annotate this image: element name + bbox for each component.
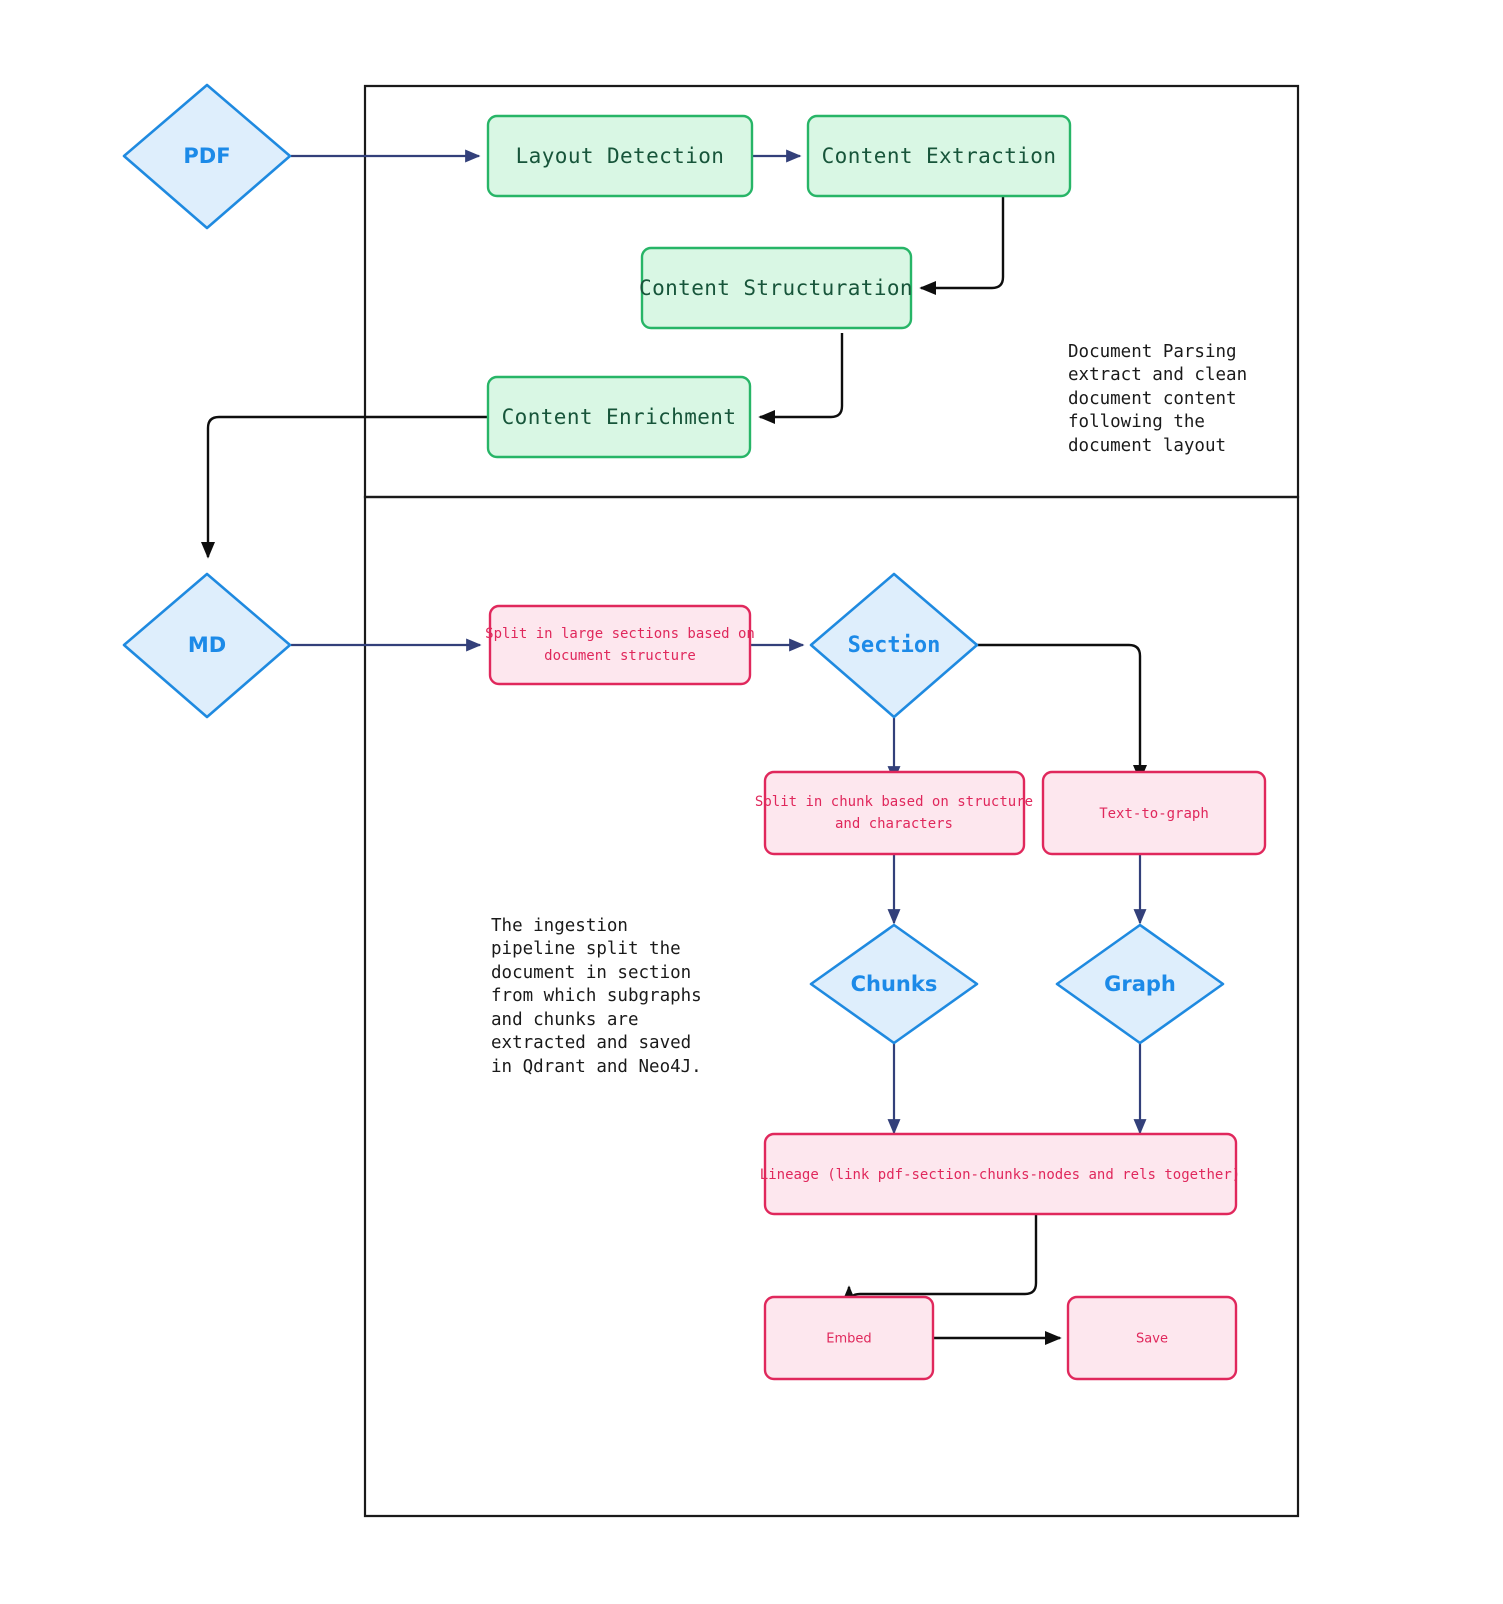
node-embed-label: Embed [826,1332,871,1347]
annotation-document-parsing-line-4: document layout [1068,436,1226,456]
annotation-ingestion-pipeline-line-2: document in section [491,963,691,983]
edge-lineage-to-embed [841,1214,1038,1306]
node-chunks[interactable]: Chunks [809,923,979,1045]
annotation-ingestion-pipeline-line-0: The ingestion [491,916,628,936]
node-chunks-label: Chunks [851,972,938,996]
edge-extraction-to-structuration [919,196,1005,296]
annotation-ingestion-pipeline-line-5: extracted and saved [491,1033,691,1053]
node-content-enrichment-label: Content Enrichment [502,405,737,429]
node-layout-detection[interactable]: Layout Detection [486,114,754,198]
node-split-sections-label-line2: document structure [544,648,696,664]
annotation-document-parsing-line-1: extract and clean [1068,365,1247,385]
node-split-chunks[interactable]: Split in chunk based on structure and ch… [755,770,1033,856]
edge-structuration-to-enrichment [758,333,844,425]
node-lineage-label: Lineage (link pdf-section-chunks-nodes a… [760,1167,1240,1183]
annotation-document-parsing-line-0: Document Parsing [1068,342,1237,362]
annotation-document-parsing: Document Parsing extract and clean docum… [1068,342,1247,456]
node-text-to-graph[interactable]: Text-to-graph [1041,770,1267,856]
node-content-extraction[interactable]: Content Extraction [806,114,1072,198]
node-section-label: Section [848,633,941,658]
annotation-ingestion-pipeline-line-1: pipeline split the [491,939,681,959]
node-section[interactable]: Section [809,572,979,719]
annotation-ingestion-pipeline-line-4: and chunks are [491,1010,639,1030]
node-content-enrichment[interactable]: Content Enrichment [486,375,752,459]
node-split-chunks-label-line2: and characters [835,816,953,832]
node-lineage[interactable]: Lineage (link pdf-section-chunks-nodes a… [760,1132,1240,1216]
annotation-document-parsing-line-3: following the [1068,412,1205,432]
node-split-chunks-label-line1: Split in chunk based on structure [755,794,1033,810]
node-pdf-label: PDF [183,144,230,168]
edge-section-to-text-to-graph [977,643,1148,782]
node-embed[interactable]: Embed [763,1295,935,1381]
node-layout-detection-label: Layout Detection [516,144,725,168]
node-content-structuration[interactable]: Content Structuration [639,246,913,330]
annotation-ingestion-pipeline-line-3: from which subgraphs [491,986,702,1006]
node-content-extraction-label: Content Extraction [822,144,1057,168]
annotation-ingestion-pipeline: The ingestion pipeline split the documen… [491,916,702,1077]
node-pdf[interactable]: PDF [122,83,292,230]
node-md-label: MD [188,633,226,657]
subgraph-ingestion-pipeline [363,495,1300,1518]
annotation-ingestion-pipeline-line-6: in Qdrant and Neo4J. [491,1057,702,1077]
node-text-to-graph-label: Text-to-graph [1099,806,1209,822]
node-split-sections[interactable]: Split in large sections based on documen… [485,604,755,686]
node-md[interactable]: MD [122,572,292,719]
node-graph-label: Graph [1104,972,1176,996]
node-graph[interactable]: Graph [1055,923,1225,1045]
node-save[interactable]: Save [1066,1295,1238,1381]
edge-enrichment-to-md [200,415,488,559]
node-content-structuration-label: Content Structuration [639,276,913,300]
node-save-label: Save [1136,1332,1168,1347]
node-split-sections-label-line1: Split in large sections based on [485,626,755,642]
annotation-document-parsing-line-2: document content [1068,389,1237,409]
